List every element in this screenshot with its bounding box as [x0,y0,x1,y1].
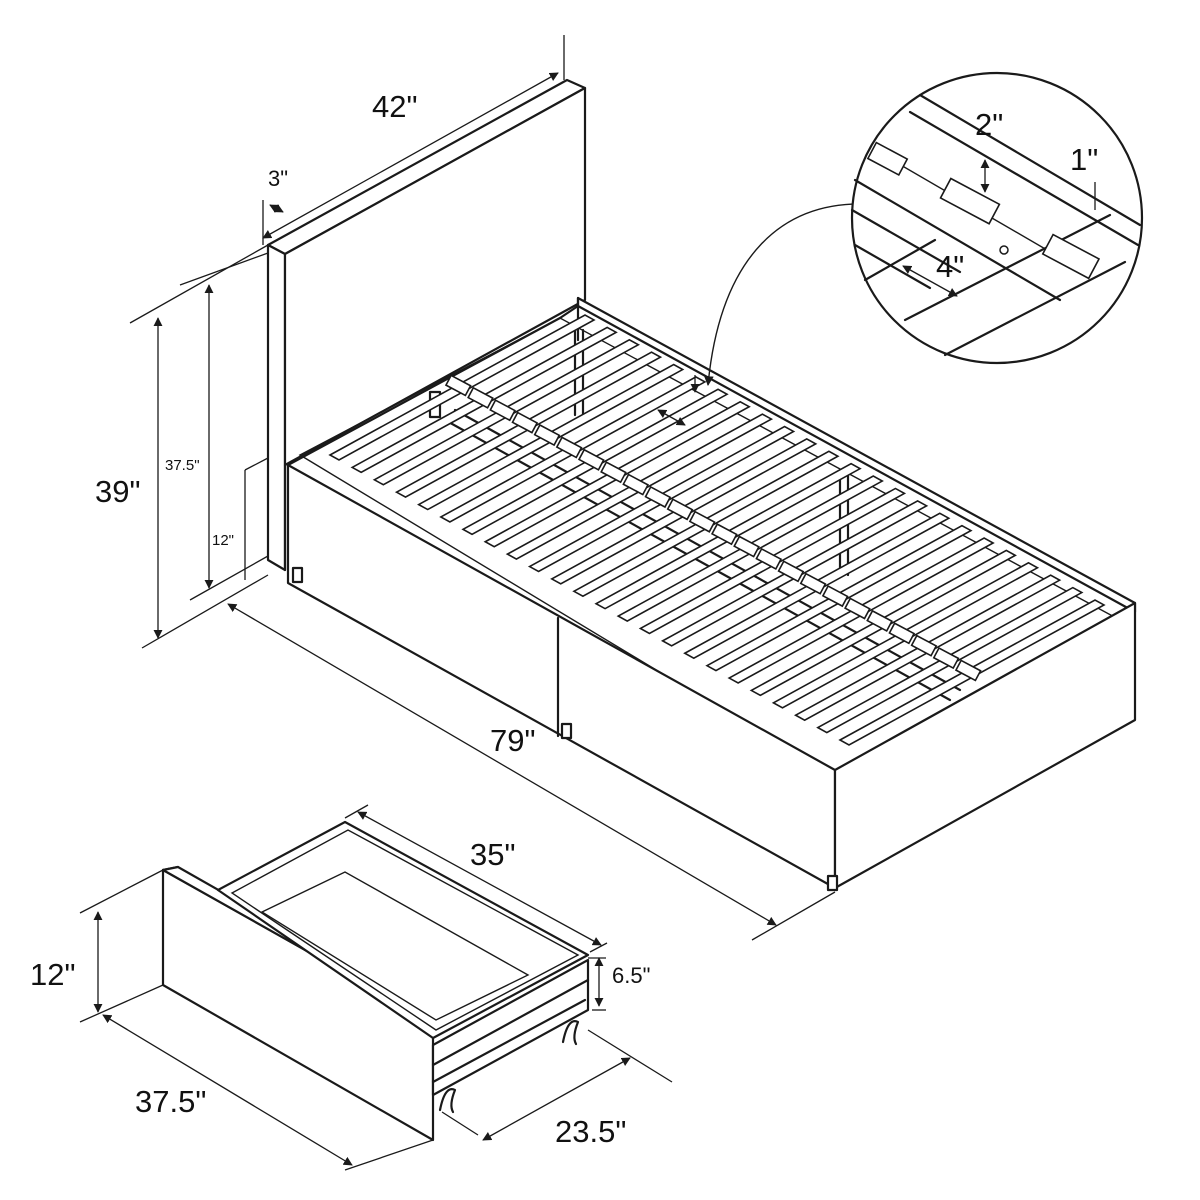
dimension-labels: 42" 3" 39" 37.5" 12" 79" 2" 1" 4" 35" 12… [30,89,1098,1149]
slat-clip [622,473,650,496]
slat-clip [467,386,494,409]
slat-clip [954,659,982,682]
slat-clip [600,461,627,484]
slat-clip [888,622,916,645]
slat-clip [710,523,738,546]
slat-clip [755,547,783,571]
slat-clip [511,411,539,434]
slat-clip [932,646,960,670]
slat-clip [489,399,516,422]
storage-drawer [161,820,590,1142]
panel-height-label: 37.5" [165,457,200,474]
slat-thickness-label: 1" [1070,142,1098,177]
slat-clip [866,609,893,632]
bed-slats [328,314,1106,746]
slat-clip [777,560,805,583]
slat-clip [688,510,716,533]
clearance-height-label: 12" [212,532,234,549]
drawer-height-label: 12" [30,957,76,992]
slat-clip [555,436,583,459]
slat-width-label: 4" [936,249,964,284]
slat-clip [821,584,849,608]
headboard-width-label: 42" [372,89,418,124]
slat-gap-label: 2" [975,107,1003,142]
slat-clip [533,423,561,447]
slat-clip [799,572,827,595]
slat-clip [910,634,938,657]
drawer-depth-label: 23.5" [555,1114,626,1149]
bed-length-label: 79" [490,723,536,758]
slat-clip [577,448,605,471]
bed-dimension-lines [129,35,836,941]
slat-detail-callout [703,71,1144,386]
slat-clip [844,597,871,620]
slat-clip [733,535,760,558]
slat-clip [644,485,672,509]
drawer-length-label: 35" [470,837,516,872]
total-height-label: 39" [95,474,141,509]
drawer-front-width-label: 37.5" [135,1084,206,1119]
drawer-inner-depth-label: 6.5" [612,963,650,988]
drawer-dimension-lines [79,804,673,1171]
slat-clip [666,498,694,521]
headboard-thickness-label: 3" [268,166,288,191]
slat-clip [444,374,472,397]
